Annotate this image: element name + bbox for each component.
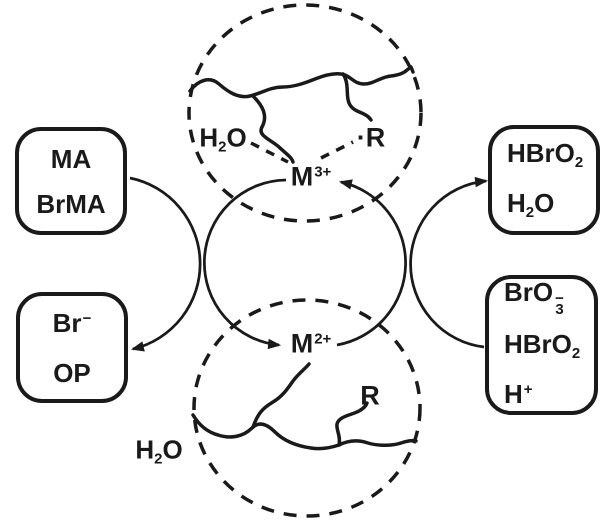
- species-ma: MA: [50, 143, 92, 174]
- species-h2o: H2O: [507, 187, 555, 221]
- species-brma: BrMA: [36, 188, 106, 219]
- label-h2o-top: H2O: [199, 122, 247, 156]
- bottom-polymer-droplet-boundary: [192, 298, 422, 518]
- arrow-m3-to-m2: [203, 178, 287, 350]
- species-op: OP: [53, 357, 91, 388]
- top-polymer-branch-to-r: [341, 72, 373, 122]
- species-proton: H+: [504, 378, 533, 409]
- species-bromide: Br−: [52, 307, 92, 338]
- box-hbro2-h2o: HBrO2 H2O: [488, 125, 600, 235]
- arrow-m2-to-m3: [336, 179, 407, 347]
- label-h2o-bottom: H2O: [135, 434, 183, 468]
- label-radical-r: ·R: [356, 122, 386, 153]
- species-hbro2: HBrO2: [504, 328, 581, 362]
- species-bromate: BrO−3: [504, 276, 564, 318]
- label-r-bottom: R: [360, 380, 380, 411]
- species-hbro2: HBrO2: [507, 137, 584, 171]
- bottom-polymer-branch-to-m2: [251, 362, 311, 429]
- box-ma-brma: MA BrMA: [15, 127, 127, 235]
- bond-h2o-m3: [250, 141, 289, 164]
- top-polymer-branch-to-m3: [251, 94, 295, 164]
- label-m3: M3+: [290, 161, 332, 192]
- bottom-polymer-branch-to-r: [335, 401, 369, 447]
- arrow-bromate-to-products: [409, 176, 489, 349]
- box-bro3-hbro2-h: BrO−3 HBrO2 H+: [485, 275, 598, 415]
- label-m2: M2+: [290, 328, 332, 359]
- top-polymer-droplet-boundary: [187, 3, 423, 223]
- bottom-polymer-backbone: [191, 413, 418, 451]
- box-br-op: Br− OP: [16, 292, 128, 403]
- arrow-ma-to-products: [129, 176, 202, 352]
- top-polymer-backbone: [188, 65, 415, 99]
- bond-m3-r: [320, 140, 354, 160]
